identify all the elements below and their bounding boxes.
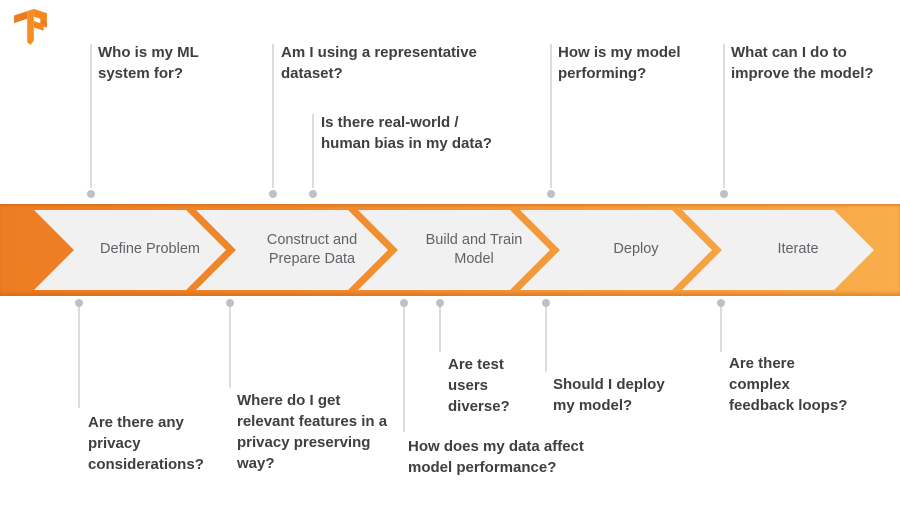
connector-line [229,307,231,388]
question-bottom-feedback-loops: Are there complex feedback loops? [729,355,848,414]
connector-dot [226,299,234,307]
connector-dot [542,299,550,307]
stage-label: Iterate [777,241,819,258]
question-top-model-performing: How is my model performing? [558,44,681,82]
question-top-representative-dataset: Am I using a representative dataset? [281,44,477,82]
connector-dot [547,190,555,198]
stage-label: Build and Train Model [425,231,523,267]
connector-line [545,307,547,372]
stage-label: Construct and Prepare Data [266,231,358,267]
stage-define-problem: Define Problem [34,210,226,290]
question-top-improve-model: What can I do to improve the model? [731,44,874,82]
connector-line [78,307,80,408]
process-banner: Define Problem Construct and Prepare Dat… [0,204,900,296]
stage-label: Define Problem [100,241,200,258]
question-bottom-should-deploy: Should I deploy my model? [553,376,665,414]
stage-label: Deploy [613,241,659,258]
question-bottom-relevant-features: Where do I get relevant features in a pr… [237,392,388,472]
connector-line [272,44,274,188]
connector-line [439,307,441,352]
connector-dot [269,190,277,198]
stage-iterate: Iterate [682,210,874,290]
connector-line [90,44,92,188]
connector-line [723,44,725,188]
question-top-real-world-bias: Is there real-world / human bias in my d… [321,114,492,152]
connector-dot [309,190,317,198]
connector-dot [75,299,83,307]
connector-line [403,307,405,432]
connector-dot [400,299,408,307]
question-top-who-is-system-for: Who is my ML system for? [98,44,199,82]
connector-dot [720,190,728,198]
question-bottom-test-users-diverse: Are test users diverse? [448,356,510,415]
connector-dot [87,190,95,198]
connector-line [312,114,314,188]
connector-line [550,44,552,188]
connector-dot [717,299,725,307]
question-bottom-privacy-considerations: Are there any privacy considerations? [88,414,204,473]
connector-dot [436,299,444,307]
connector-line [720,307,722,352]
tensorflow-logo-icon [14,8,47,45]
question-bottom-data-affect-performance: How does my data affect model performanc… [408,438,584,476]
